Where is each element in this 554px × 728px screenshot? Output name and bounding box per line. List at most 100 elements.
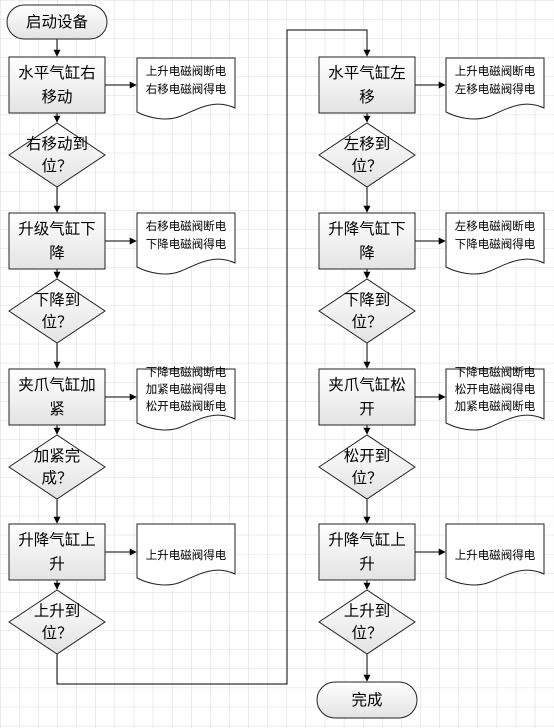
decision-diamond-text-line: 位？ bbox=[351, 157, 382, 175]
process-box-shape bbox=[8, 56, 106, 114]
process-box-shape bbox=[8, 523, 106, 581]
process-box-text-line: 紧 bbox=[49, 400, 65, 418]
decision-diamond-shape bbox=[318, 278, 416, 344]
document-note-text-line: 上升电磁阀断电 bbox=[146, 64, 227, 78]
decision-diamond-text-line: 右移动到 bbox=[26, 135, 88, 153]
process-box-shape bbox=[8, 368, 106, 426]
process-box-text-line: 移 bbox=[359, 88, 375, 106]
document-note-text-line: 下降电磁阀得电 bbox=[455, 237, 536, 251]
terminal-node-text-line: 完成 bbox=[351, 691, 382, 709]
decision-diamond-text-line: 上升到 bbox=[344, 602, 391, 620]
process-box-text-line: 降 bbox=[49, 244, 65, 262]
document-note-shape bbox=[445, 368, 545, 431]
decision-diamond-text-line: 位？ bbox=[41, 157, 72, 175]
document-note-text-line: 下降电磁阀得电 bbox=[146, 237, 227, 251]
decision-diamond-text-line: 松开到 bbox=[344, 447, 391, 465]
process-box-text-line: 水平气缸左 bbox=[328, 63, 406, 82]
document-note-text-line: 上升电磁阀断电 bbox=[455, 64, 536, 78]
decision-diamond-text-line: 左移到 bbox=[344, 135, 391, 153]
document-note-shape bbox=[445, 57, 545, 120]
terminal-node-shape bbox=[6, 4, 108, 40]
decision-diamond-text-line: 下降到 bbox=[344, 291, 391, 309]
process-box-shape bbox=[318, 212, 416, 270]
document-note-text-line: 右移电磁阀断电 bbox=[146, 219, 227, 233]
document-note-text-line: 下降电磁阀断电 bbox=[146, 365, 227, 379]
process-box-text-line: 升降气缸上 bbox=[18, 530, 96, 549]
document-note-shape bbox=[136, 212, 236, 275]
process-box-text-line: 夹爪气缸加 bbox=[18, 375, 96, 394]
document-note: 上升电磁阀得电 bbox=[136, 523, 236, 586]
decision-diamond-shape bbox=[318, 589, 416, 655]
decision-diamond-text-line: 下降到 bbox=[34, 291, 81, 309]
decision-diamond-shape bbox=[318, 434, 416, 500]
document-note-shape bbox=[445, 212, 545, 275]
decision-diamond-shape bbox=[8, 278, 106, 344]
decision-diamond-shape bbox=[8, 589, 106, 655]
process-box-text-line: 水平气缸右 bbox=[18, 63, 96, 82]
shapes: 启动设备水平气缸右移动上升电磁阀断电右移电磁阀得电右移动到位？升级气缸下降右移电… bbox=[6, 4, 545, 719]
decision-diamond-text-line: 位？ bbox=[351, 624, 382, 642]
document-note-text-line: 上升电磁阀得电 bbox=[146, 548, 227, 562]
process-box-text-line: 夹爪气缸松 bbox=[328, 375, 406, 394]
process-box-shape bbox=[8, 212, 106, 270]
document-note-text-line: 右移电磁阀得电 bbox=[146, 82, 227, 96]
process-box-text-line: 开 bbox=[359, 400, 375, 418]
document-note-text-line: 左移电磁阀得电 bbox=[455, 82, 536, 96]
decision-diamond-text-line: 位？ bbox=[41, 313, 72, 331]
process-box-text-line: 降 bbox=[359, 244, 375, 262]
process-box-shape bbox=[318, 56, 416, 114]
connectors bbox=[53, 29, 446, 685]
terminal-node-shape bbox=[316, 681, 418, 719]
document-note-shape bbox=[136, 57, 236, 120]
document-note-text-line: 松开电磁阀断电 bbox=[146, 399, 227, 413]
document-note: 上升电磁阀得电 bbox=[445, 523, 545, 586]
decision-diamond-text-line: 上升到 bbox=[34, 602, 81, 620]
decision-diamond-shape bbox=[318, 122, 416, 188]
process-box-shape bbox=[318, 368, 416, 426]
decision-diamond-shape bbox=[8, 122, 106, 188]
decision-diamond-text-line: 位？ bbox=[41, 624, 72, 642]
decision-diamond-text-line: 位？ bbox=[351, 469, 382, 487]
process-box-text-line: 升降气缸下 bbox=[328, 219, 406, 238]
document-note-text-line: 左移电磁阀断电 bbox=[455, 219, 536, 233]
terminal-node: 启动设备 bbox=[6, 4, 108, 40]
process-box-text-line: 升级气缸下 bbox=[18, 219, 96, 238]
decision-diamond-text-line: 加紧完 bbox=[34, 447, 81, 465]
decision-diamond-text-line: 位？ bbox=[351, 313, 382, 331]
process-box-text-line: 升 bbox=[359, 555, 375, 573]
document-note-text-line: 加紧电磁阀断电 bbox=[455, 399, 536, 413]
document-note-text-line: 加紧电磁阀得电 bbox=[146, 382, 227, 396]
decision-diamond-shape bbox=[8, 434, 106, 500]
cross-column-arrow bbox=[56, 29, 371, 685]
document-note-shape bbox=[136, 523, 236, 586]
terminal-node: 完成 bbox=[316, 681, 418, 719]
document-note-text-line: 松开电磁阀得电 bbox=[455, 382, 536, 396]
document-note-shape bbox=[445, 523, 545, 586]
process-box-text-line: 移动 bbox=[41, 88, 72, 106]
process-box-text-line: 升 bbox=[49, 555, 65, 573]
